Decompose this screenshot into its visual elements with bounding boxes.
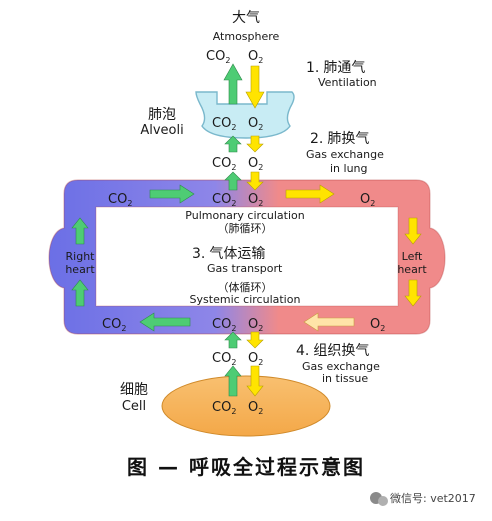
step1-label-cn: 1.肺通气: [306, 60, 365, 76]
pulmonary-capillary-gas-label: CO2 O2: [212, 156, 263, 172]
svg-text:CO2: CO2: [212, 192, 236, 208]
systemic-o2-label: O2: [370, 317, 385, 333]
watermark-text: 微信号: vet2017: [390, 491, 476, 505]
step2-label-en-2: in lung: [330, 162, 368, 175]
green-up-arrow: [71, 217, 89, 245]
green-up-arrow: [224, 135, 242, 153]
svg-text:CO2: CO2: [212, 400, 236, 416]
alveoli-gas-label: CO2 O2: [212, 116, 263, 132]
svg-text:O2: O2: [248, 156, 263, 172]
yellow-down-arrow: [404, 217, 422, 245]
svg-text:O2: O2: [248, 116, 263, 132]
svg-text:O2: O2: [248, 351, 263, 367]
pulmonary-co2-label: CO2: [108, 192, 132, 208]
yellow-right-arrow: [285, 184, 335, 204]
svg-text:CO2: CO2: [212, 116, 236, 132]
svg-text:CO2: CO2: [206, 49, 230, 65]
cell-ellipse: [161, 375, 331, 437]
systemic-circulation-cn: （体循环）: [218, 280, 273, 294]
pulmonary-circulation-cn: （肺循环）: [218, 222, 273, 235]
yellow-left-arrow: [303, 312, 355, 332]
green-up-arrow: [71, 279, 89, 307]
step2-label-cn: 2.肺换气: [310, 130, 369, 147]
yellow-down-arrow: [246, 171, 264, 191]
yellow-down-arrow: [246, 365, 264, 397]
step4-label-cn: 4.组织换气: [296, 342, 369, 359]
green-left-arrow: [139, 312, 191, 332]
left-heart-label-1: Left: [402, 250, 423, 263]
cell-label-cn: 细胞: [120, 382, 148, 398]
yellow-down-arrow: [404, 279, 422, 307]
right-heart-label-2: heart: [65, 263, 95, 276]
svg-text:CO2: CO2: [212, 351, 236, 367]
svg-text:O2: O2: [248, 49, 263, 65]
green-up-arrow: [224, 331, 242, 349]
svg-text:O2: O2: [248, 400, 263, 416]
svg-text:CO2: CO2: [212, 317, 236, 333]
cell-gas-label: CO2 O2: [212, 400, 263, 416]
step2-label-en-1: Gas exchange: [306, 148, 384, 161]
systemic-circulation-en: Systemic circulation: [190, 293, 301, 306]
yellow-down-arrow: [245, 65, 265, 109]
atmosphere-title-cn: 大气: [232, 10, 260, 26]
step4-label-en-1: Gas exchange: [302, 360, 380, 373]
diagram-caption: 图 — 呼吸全过程示意图: [127, 455, 365, 479]
yellow-down-arrow: [246, 331, 264, 349]
atmosphere-gas-label: CO2 O2: [206, 49, 263, 65]
systemic-center-gas-label: CO2 O2: [212, 317, 263, 333]
green-up-arrow: [223, 63, 243, 105]
step1-label-en: Ventilation: [318, 76, 377, 89]
alveoli-label-en: Alveoli: [140, 123, 183, 138]
green-up-arrow: [224, 171, 242, 191]
systemic-co2-label: CO2: [102, 317, 126, 333]
svg-text:O2: O2: [248, 192, 263, 208]
left-heart-label-2: heart: [397, 263, 427, 276]
alveoli-label-cn: 肺泡: [148, 107, 176, 123]
pulmonary-center-gas-label: CO2 O2: [212, 192, 263, 208]
step3-label-en: Gas transport: [207, 262, 283, 275]
cell-label-en: Cell: [122, 399, 146, 414]
right-heart-label-1: Right: [66, 250, 96, 263]
pulmonary-circulation-en: Pulmonary circulation: [185, 209, 304, 222]
svg-text:CO2: CO2: [212, 156, 236, 172]
circulation-loop-outline: [48, 179, 446, 335]
tissue-capillary-gas-label: CO2 O2: [212, 351, 263, 367]
wechat-watermark: 微信号: vet2017: [370, 491, 476, 506]
alveoli-sac: [195, 91, 295, 139]
yellow-down-arrow: [246, 135, 264, 153]
circulation-loop: [49, 180, 445, 334]
green-right-arrow: [149, 184, 195, 204]
step4-label-en-2: in tissue: [322, 372, 368, 385]
circulation-inner-outline: [95, 206, 399, 307]
atmosphere-title-en: Atmosphere: [213, 30, 280, 43]
green-up-arrow: [224, 365, 242, 397]
step3-label-cn: 3.气体运输: [192, 246, 265, 262]
pulmonary-o2-label: O2: [360, 192, 375, 208]
svg-text:O2: O2: [248, 317, 263, 333]
